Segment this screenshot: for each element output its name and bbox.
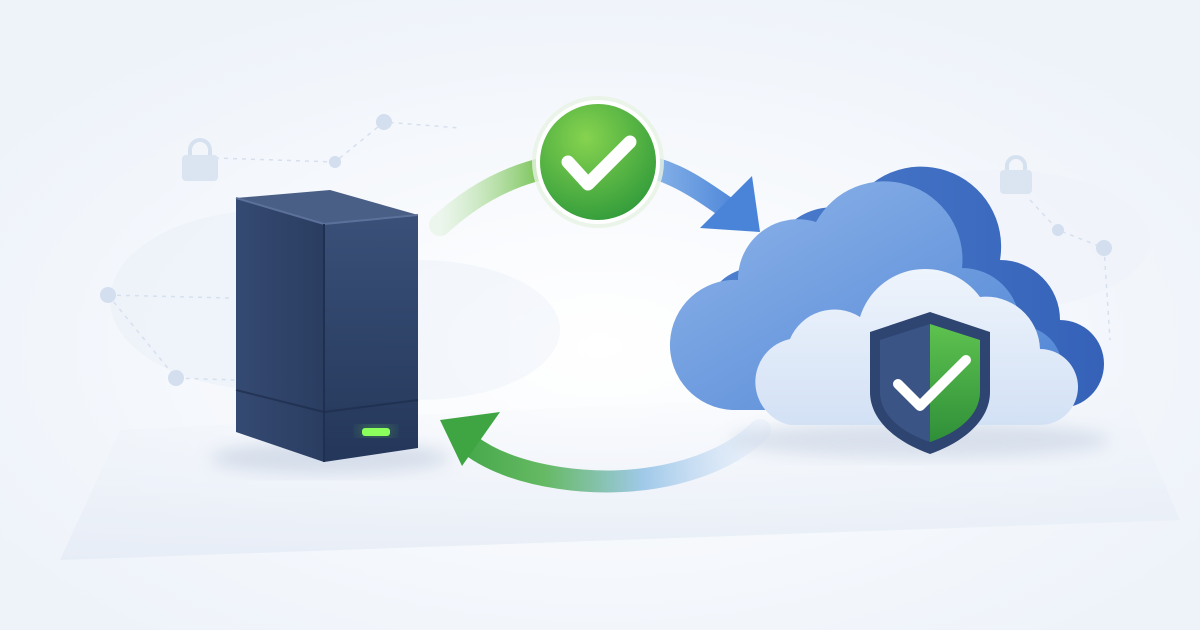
server-icon	[235, 190, 419, 462]
check-icon	[532, 96, 664, 228]
lock-icon	[1000, 155, 1032, 194]
download-arrow	[440, 412, 771, 493]
status-light	[360, 426, 392, 436]
network-nodes-right	[1052, 224, 1112, 256]
network-lines-left	[107, 121, 461, 381]
network-lines-right	[1029, 199, 1111, 341]
shield-icon	[870, 312, 990, 454]
lock-icon	[182, 138, 218, 181]
arrow-head-left-icon	[440, 412, 500, 466]
arrow-head-right-icon	[700, 176, 760, 232]
network-nodes-left	[100, 114, 392, 386]
